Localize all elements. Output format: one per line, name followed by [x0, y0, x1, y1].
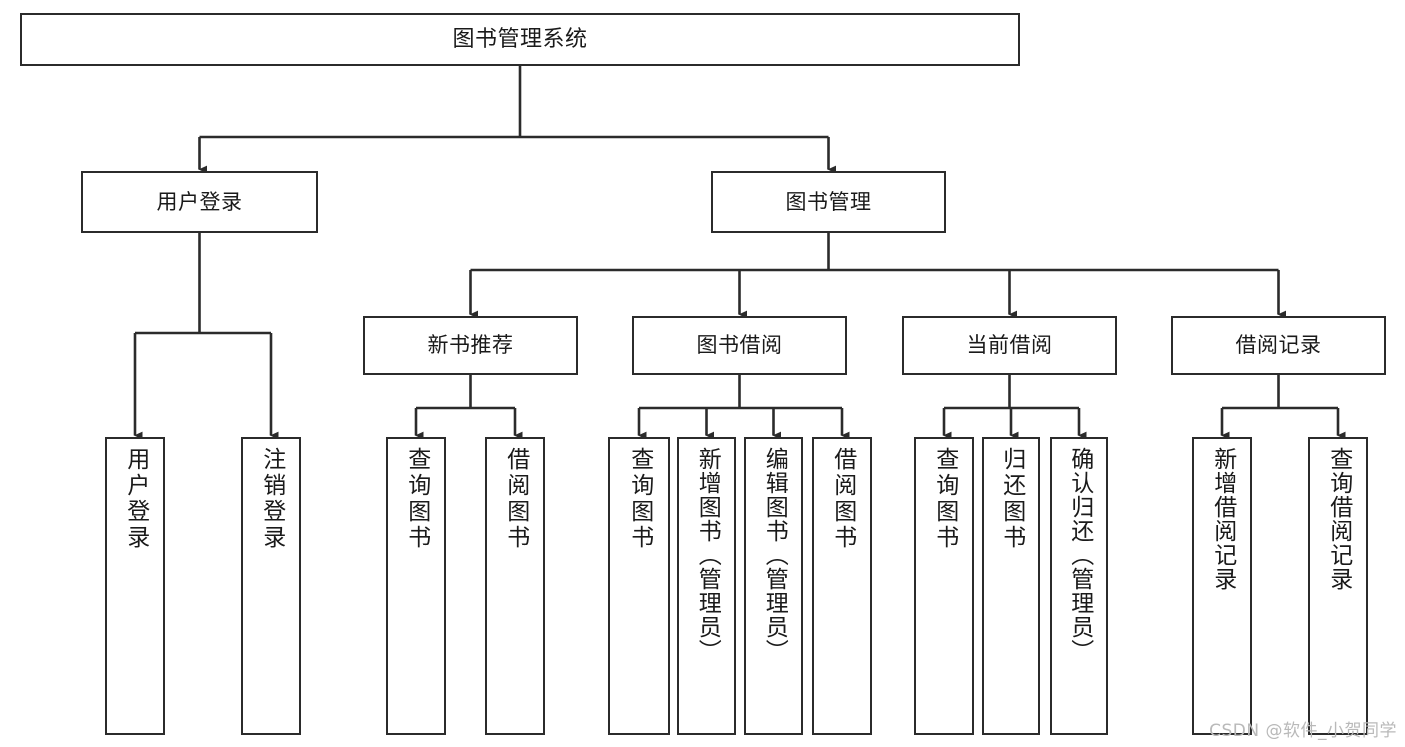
leaf-borrow-edit-book-admin[interactable]: 编辑图书（管理员）	[744, 437, 803, 735]
node-book-management[interactable]: 图书管理	[711, 171, 946, 233]
node-user-login[interactable]: 用户登录	[81, 171, 318, 233]
node-borrow-records[interactable]: 借阅记录	[1171, 316, 1386, 375]
node-root-label: 图书管理系统	[452, 26, 588, 52]
leaf-current-query-book[interactable]: 查询图书	[914, 437, 974, 735]
leaf-records-query-record[interactable]: 查询借阅记录	[1308, 437, 1368, 735]
leaf-borrow-edit-book-admin-label: 编辑图书（管理员）	[761, 447, 788, 663]
node-current-borrow[interactable]: 当前借阅	[902, 316, 1117, 375]
node-user-login-label: 用户登录	[156, 189, 243, 214]
node-current-borrow-label: 当前借阅	[966, 333, 1053, 358]
node-borrow-records-label: 借阅记录	[1235, 333, 1322, 358]
leaf-user-login[interactable]: 用户登录	[105, 437, 165, 735]
leaf-records-add-record[interactable]: 新增借阅记录	[1192, 437, 1252, 735]
leaf-borrow-add-book-admin[interactable]: 新增图书（管理员）	[677, 437, 736, 735]
leaf-logout-label: 注销登录	[258, 447, 285, 551]
leaf-records-query-record-label: 查询借阅记录	[1325, 447, 1352, 591]
leaf-current-return-book[interactable]: 归还图书	[982, 437, 1040, 735]
node-new-book-recommend[interactable]: 新书推荐	[363, 316, 578, 375]
leaf-current-query-book-label: 查询图书	[931, 447, 958, 551]
leaf-borrow-add-book-admin-label: 新增图书（管理员）	[694, 447, 721, 663]
leaf-borrow-query-book[interactable]: 查询图书	[608, 437, 670, 735]
leaf-current-confirm-return-admin-label: 确认归还（管理员）	[1066, 447, 1093, 663]
node-book-borrow[interactable]: 图书借阅	[632, 316, 847, 375]
node-root[interactable]: 图书管理系统	[20, 13, 1020, 66]
leaf-borrow-borrow-book-label: 借阅图书	[829, 447, 856, 551]
csdn-watermark: CSDN @软件_小贺同学	[1209, 721, 1397, 741]
leaf-borrow-query-book-label: 查询图书	[626, 447, 653, 551]
node-book-borrow-label: 图书借阅	[696, 333, 783, 358]
node-book-management-label: 图书管理	[785, 189, 872, 214]
leaf-logout[interactable]: 注销登录	[241, 437, 301, 735]
leaf-new-query-book[interactable]: 查询图书	[386, 437, 446, 735]
leaf-current-return-book-label: 归还图书	[998, 447, 1025, 551]
leaf-current-confirm-return-admin[interactable]: 确认归还（管理员）	[1050, 437, 1108, 735]
leaf-new-query-book-label: 查询图书	[403, 447, 430, 551]
leaf-user-login-label: 用户登录	[122, 447, 149, 551]
leaf-borrow-borrow-book[interactable]: 借阅图书	[812, 437, 872, 735]
leaf-records-add-record-label: 新增借阅记录	[1209, 447, 1236, 591]
leaf-new-borrow-book[interactable]: 借阅图书	[485, 437, 545, 735]
node-new-book-recommend-label: 新书推荐	[427, 333, 514, 358]
leaf-new-borrow-book-label: 借阅图书	[502, 447, 529, 551]
